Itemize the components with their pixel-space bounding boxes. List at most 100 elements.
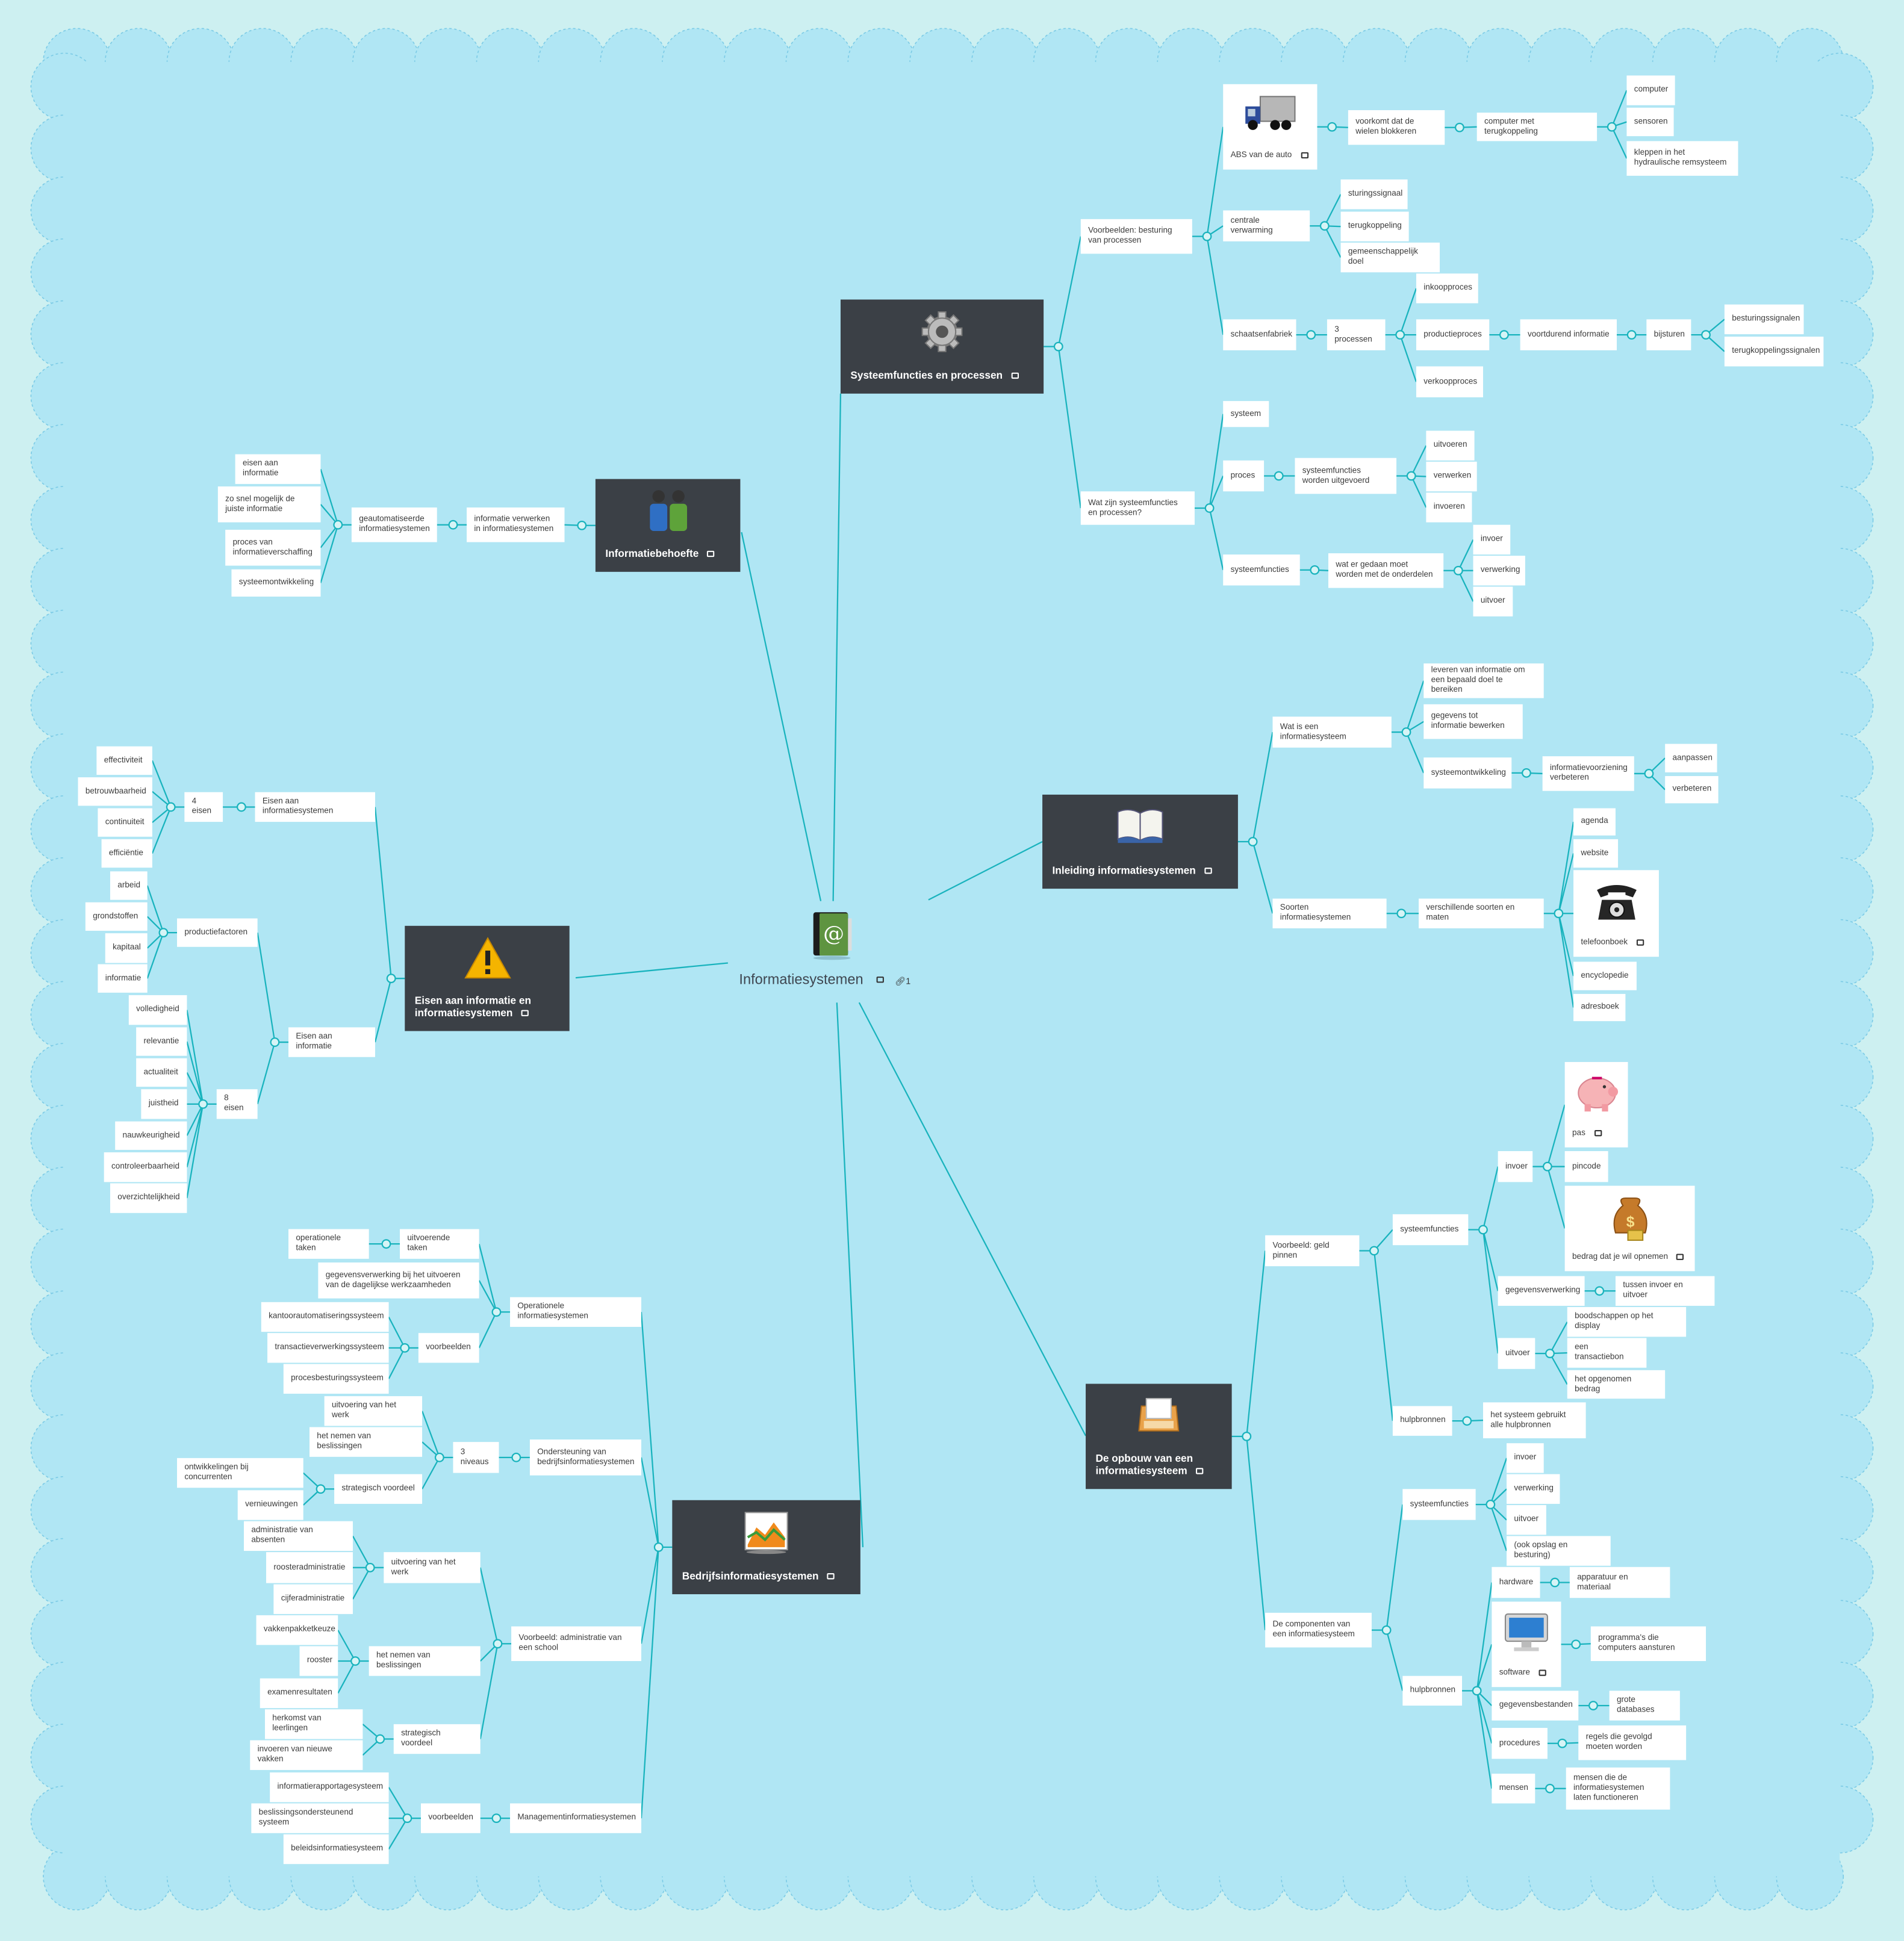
topic-invoeren[interactable]: invoeren	[1426, 492, 1472, 523]
topic-grote-databases[interactable]: grote databases	[1609, 1691, 1680, 1721]
topic-kleppen-in-het-hydraulische-remsysteem[interactable]: kleppen in het hydraulische remsysteem	[1626, 141, 1738, 176]
topic-betrouwbaarheid[interactable]: betrouwbaarheid	[78, 777, 152, 806]
topic-mensen[interactable]: mensen	[1492, 1774, 1535, 1804]
topic-mensen-die-de-informatiesystemen-laten-f[interactable]: mensen die de informatiesystemen laten f…	[1566, 1767, 1670, 1810]
topic-inkoopproces[interactable]: inkoopproces	[1416, 273, 1478, 303]
topic-voorbeelden[interactable]: voorbeelden	[421, 1803, 481, 1833]
topic-terugkoppeling[interactable]: terugkoppeling	[1340, 211, 1409, 241]
topic-soorten-informatiesystemen[interactable]: Soorten informatiesystemen	[1272, 898, 1387, 928]
topic-productieproces[interactable]: productieproces	[1416, 319, 1490, 350]
topic-volledigheid[interactable]: volledigheid	[128, 995, 187, 1025]
topic-transactieverwerkingssysteem[interactable]: transactieverwerkingssysteem	[267, 1333, 389, 1363]
branch-de-opbouw-van-een-informatiesysteem[interactable]: De opbouw van een informatiesysteem	[1086, 1384, 1232, 1489]
topic-systeemfuncties[interactable]: systeemfuncties	[1223, 554, 1300, 586]
topic-operationele-informatiesystemen[interactable]: Operationele informatiesystemen	[510, 1297, 641, 1327]
topic-geautomatiseerde-informatiesystemen[interactable]: geautomatiseerde informatiesystemen	[351, 507, 437, 542]
topic-voorbeelden[interactable]: voorbeelden	[418, 1333, 479, 1363]
topic-het-systeem-gebruikt-alle-hulpbronnen[interactable]: het systeem gebruikt alle hulpbronnen	[1482, 1402, 1586, 1438]
topic-verwerking[interactable]: verwerking	[1507, 1474, 1560, 1504]
topic-verschillende-soorten-en-maten[interactable]: verschillende soorten en maten	[1419, 898, 1544, 928]
topic-verbeteren[interactable]: verbeteren	[1665, 776, 1719, 804]
topic-systeemfuncties[interactable]: systeemfuncties	[1392, 1214, 1469, 1246]
topic-juistheid[interactable]: juistheid	[141, 1089, 187, 1119]
topic-pincode[interactable]: pincode	[1564, 1151, 1608, 1182]
topic-controleerbaarheid[interactable]: controleerbaarheid	[104, 1152, 187, 1182]
topic-continuiteit[interactable]: continuiteit	[98, 808, 152, 837]
topic-voorbeeld-geld-pinnen[interactable]: Voorbeeld: geld pinnen	[1265, 1235, 1360, 1267]
topic-wat-er-gedaan-moet-worden-met-de-onderde[interactable]: wat er gedaan moet worden met de onderde…	[1328, 553, 1444, 588]
topic-terugkoppelingssignalen[interactable]: terugkoppelingssignalen	[1724, 337, 1824, 367]
topic-aanpassen[interactable]: aanpassen	[1665, 744, 1717, 772]
topic-ondersteuning-van-bedrijfsinformatiesyst[interactable]: Ondersteuning van bedrijfsinformatiesyst…	[529, 1439, 641, 1476]
topic-verwerking[interactable]: verwerking	[1473, 556, 1525, 586]
topic-informatie[interactable]: informatie	[98, 964, 148, 993]
branch-systeemfuncties-en-processen[interactable]: Systeemfuncties en processen	[840, 299, 1044, 394]
topic-telefoonboek[interactable]: telefoonboek	[1573, 870, 1659, 957]
topic-het-nemen-van-beslissingen[interactable]: het nemen van beslissingen	[309, 1427, 423, 1457]
topic-procesbesturingssysteem[interactable]: procesbesturingssysteem	[283, 1364, 389, 1394]
topic-bedrag-dat-je-wil-opnemen[interactable]: $bedrag dat je wil opnemen	[1564, 1185, 1695, 1272]
topic-strategisch-voordeel[interactable]: strategisch voordeel	[334, 1474, 423, 1504]
topic-het-nemen-van-beslissingen[interactable]: het nemen van beslissingen	[369, 1646, 481, 1676]
topic-boodschappen-op-het-display[interactable]: boodschappen op het display	[1567, 1307, 1687, 1337]
topic-centrale-verwarming[interactable]: centrale verwarming	[1223, 210, 1310, 241]
topic-informatierapportagesysteem[interactable]: informatierapportagesysteem	[270, 1772, 389, 1803]
topic-een-transactiebon[interactable]: een transactiebon	[1567, 1338, 1647, 1368]
topic-arbeid[interactable]: arbeid	[110, 871, 148, 900]
topic-3-processen[interactable]: 3 processen	[1327, 319, 1386, 350]
topic-website[interactable]: website	[1573, 839, 1619, 868]
topic-beslissingsondersteunend-systeem[interactable]: beslissingsondersteunend systeem	[251, 1803, 389, 1833]
topic-leveren-van-informatie-om-een-bepaald-do[interactable]: leveren van informatie om een bepaald do…	[1423, 663, 1544, 698]
topic-proces-van-informatieverschaffing[interactable]: proces van informatieverschaffing	[225, 529, 321, 566]
topic-schaatsenfabriek[interactable]: schaatsenfabriek	[1223, 319, 1296, 350]
topic-verwerken[interactable]: verwerken	[1426, 461, 1477, 492]
topic-administratie-van-absenten[interactable]: administratie van absenten	[244, 1521, 353, 1551]
topic-gegevens-tot-informatie-bewerken[interactable]: gegevens tot informatie bewerken	[1423, 704, 1523, 739]
topic-herkomst-van-leerlingen[interactable]: herkomst van leerlingen	[264, 1709, 363, 1739]
topic-gegevensverwerking[interactable]: gegevensverwerking	[1498, 1276, 1585, 1306]
topic-nauwkeurigheid[interactable]: nauwkeurigheid	[115, 1121, 187, 1150]
topic-relevantie[interactable]: relevantie	[136, 1027, 187, 1056]
topic-vernieuwingen[interactable]: vernieuwingen	[237, 1490, 303, 1520]
topic-voorkomt-dat-de-wielen-blokkeren[interactable]: voorkomt dat de wielen blokkeren	[1348, 110, 1445, 145]
topic-encyclopedie[interactable]: encyclopedie	[1573, 961, 1637, 990]
topic-voortdurend-informatie[interactable]: voortdurend informatie	[1520, 319, 1617, 350]
topic-abs-van-de-auto[interactable]: ABS van de auto	[1223, 84, 1318, 170]
topic-kapitaal[interactable]: kapitaal	[105, 933, 148, 963]
topic-agenda[interactable]: agenda	[1573, 808, 1616, 836]
topic-actualiteit[interactable]: actualiteit	[136, 1058, 187, 1087]
topic-de-componenten-van-een-informatiesysteem[interactable]: De componenten van een informatiesysteem	[1265, 1612, 1372, 1648]
topic-8-eisen[interactable]: 8 eisen	[216, 1089, 258, 1119]
branch-informatiebehoefte[interactable]: Informatiebehoefte	[595, 479, 741, 572]
topic-sturingssignaal[interactable]: sturingssignaal	[1340, 179, 1408, 210]
branch-bedrijfsinformatiesystemen[interactable]: Bedrijfsinformatiesystemen	[672, 1500, 860, 1594]
topic-productiefactoren[interactable]: productiefactoren	[176, 918, 258, 947]
topic-informatie-verwerken-in-informatiesystem[interactable]: informatie verwerken in informatiesystem…	[467, 507, 565, 542]
topic-zo-snel-mogelijk-de-juiste-informatie[interactable]: zo snel mogelijk de juiste informatie	[217, 486, 321, 523]
topic-systeemfuncties-worden-uitgevoerd[interactable]: systeemfuncties worden uitgevoerd	[1295, 458, 1397, 494]
topic-tussen-invoer-en-uitvoer[interactable]: tussen invoer en uitvoer	[1615, 1276, 1715, 1306]
topic-grondstoffen[interactable]: grondstoffen	[85, 902, 148, 931]
topic-invoer[interactable]: invoer	[1507, 1443, 1544, 1473]
topic-voorbeelden-besturing-van-processen[interactable]: Voorbeelden: besturing van processen	[1080, 219, 1192, 254]
topic-voorbeeld-administratie-van-een-school[interactable]: Voorbeeld: administratie van een school	[511, 1626, 641, 1662]
topic-wat-zijn-systeemfuncties-en-processen[interactable]: Wat zijn systeemfuncties en processen?	[1080, 491, 1195, 525]
topic-4-eisen[interactable]: 4 eisen	[184, 792, 223, 822]
topic-apparatuur-en-materiaal[interactable]: apparatuur en materiaal	[1569, 1567, 1670, 1598]
topic-software[interactable]: software	[1492, 1601, 1561, 1688]
topic-programma-s-die-computers-aansturen[interactable]: programma's die computers aansturen	[1590, 1626, 1706, 1662]
topic-invoeren-van-nieuwe-vakken[interactable]: invoeren van nieuwe vakken	[250, 1740, 363, 1770]
topic-adresboek[interactable]: adresboek	[1573, 993, 1626, 1022]
topic-ontwikkelingen-bij-concurrenten[interactable]: ontwikkelingen bij concurrenten	[176, 1458, 303, 1488]
topic-examenresultaten[interactable]: examenresultaten	[260, 1678, 338, 1709]
topic-hulpbronnen[interactable]: hulpbronnen	[1392, 1406, 1452, 1436]
link-icon[interactable]: 🔗︎1	[894, 978, 911, 987]
topic-kantoorautomatiseringssysteem[interactable]: kantoorautomatiseringssysteem	[261, 1302, 389, 1332]
topic-besturingssignalen[interactable]: besturingssignalen	[1724, 304, 1804, 335]
topic-computer[interactable]: computer	[1626, 75, 1675, 105]
topic-uitvoeren[interactable]: uitvoeren	[1426, 430, 1475, 461]
topic-cijferadministratie[interactable]: cijferadministratie	[273, 1584, 353, 1614]
topic-uitvoering-van-het-werk[interactable]: uitvoering van het werk	[324, 1396, 423, 1426]
topic-wat-is-een-informatiesysteem[interactable]: Wat is een informatiesysteem	[1272, 716, 1392, 748]
